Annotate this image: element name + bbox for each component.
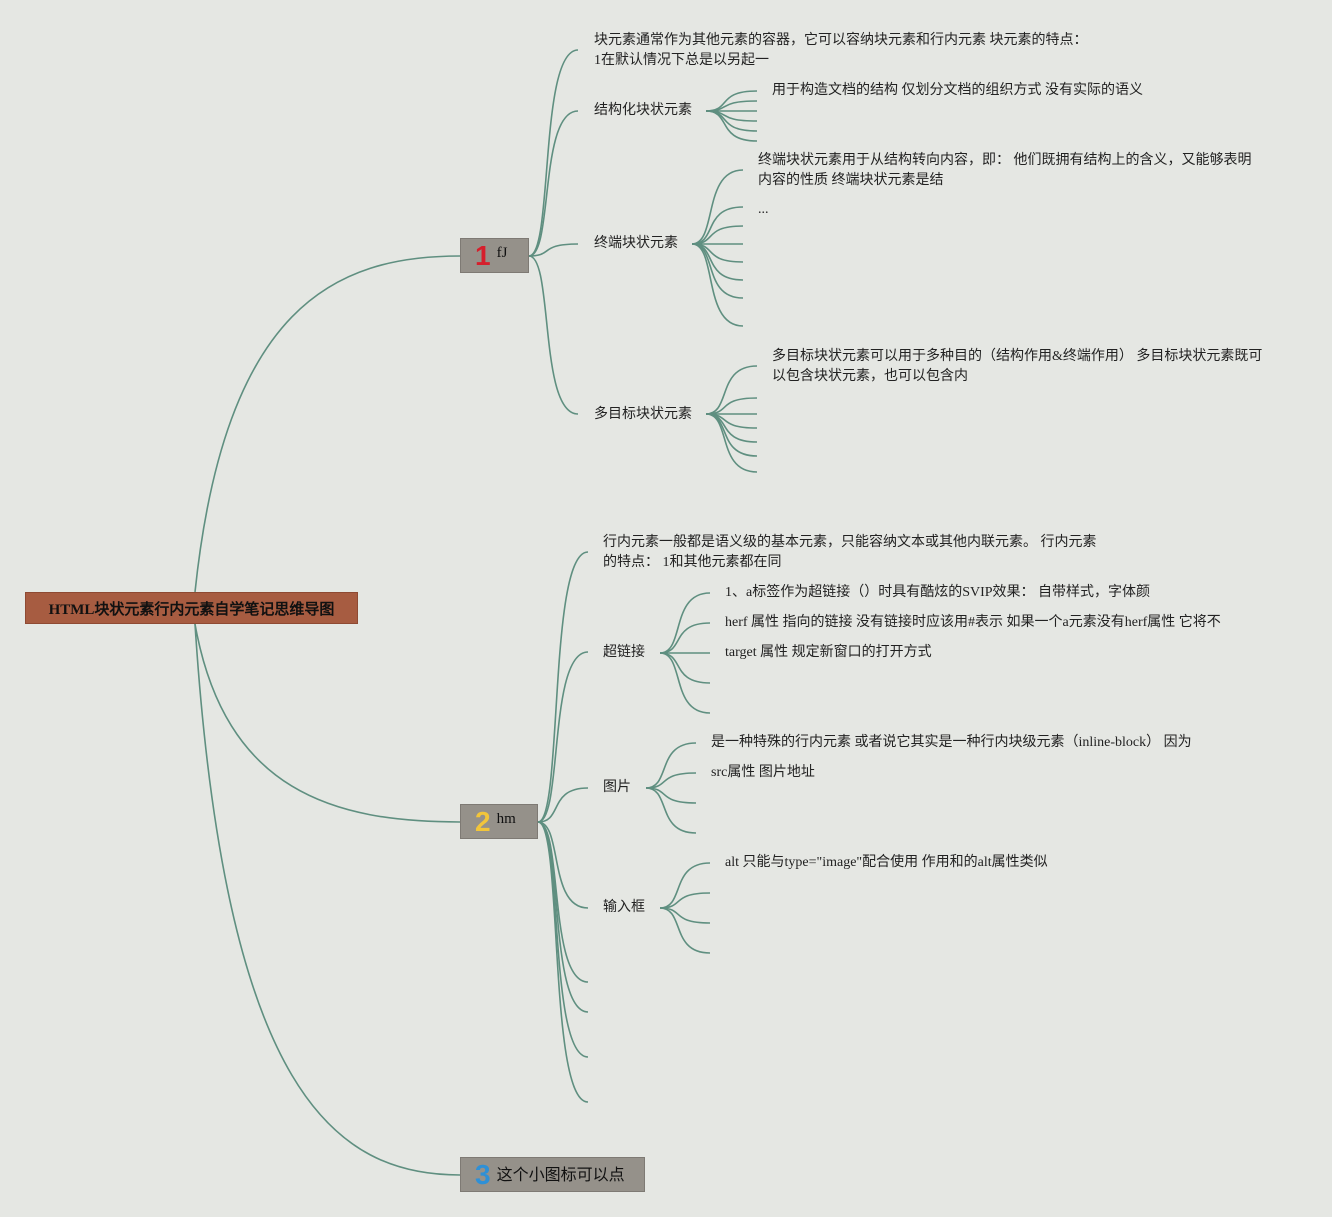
terminal-leaf-line	[691, 169, 744, 245]
branch-1-child-line	[528, 49, 579, 257]
branch-2-intro-line-1: 行内元素一般都是语义级的基本元素，只能容纳文本或其他内联元素。 行内元素	[603, 535, 1097, 550]
leaf-terminal-block-ellipsis: ...	[758, 202, 769, 217]
branch-1-child-line	[528, 243, 579, 257]
branch-2-child-line	[537, 821, 589, 1103]
root-topic[interactable]: HTML块状元素行内元素自学笔记思维导图	[25, 592, 358, 624]
branch-2-label: hm	[496, 811, 516, 827]
root-title: HTML块状元素行内元素自学笔记思维导图	[48, 601, 335, 618]
hyperlink-leaf-line	[659, 652, 711, 714]
branch-2-child-line	[537, 551, 589, 823]
number-1-icon: 1	[475, 239, 491, 271]
input-leaf-line	[659, 907, 711, 954]
image-leaf-line	[645, 742, 697, 789]
branch-2-intro-line-2: 的特点： 1和其他元素都在同	[603, 555, 782, 570]
multi-purpose-leaf-line	[705, 413, 758, 473]
branch-1-intro-line-1: 块元素通常作为其他元素的容器，它可以容纳块元素和行内元素 块元素的特点：	[594, 33, 1088, 48]
number-2-icon: 2	[475, 805, 491, 837]
subtopic-multi-purpose-block[interactable]: 多目标块状元素	[594, 407, 692, 422]
branch-1-label: fJ	[496, 245, 508, 261]
leaf-hyperlink-2: herf 属性 指向的链接 没有链接时应该用#表示 如果一个a元素没有herf属…	[725, 615, 1221, 630]
root-to-branch-1-line	[194, 255, 461, 593]
branch-2-child-line	[537, 787, 589, 823]
image-leaf-line	[645, 787, 697, 834]
hyperlink-leaf-line	[659, 622, 711, 654]
leaf-multi-purpose-line-1: 多目标块状元素可以用于多种目的（结构作用&终端作用） 多目标块状元素既可	[772, 349, 1263, 364]
hyperlink-leaf-line	[659, 652, 711, 684]
subtopic-image[interactable]: 图片	[603, 780, 631, 795]
leaf-terminal-block-line-2: 内容的性质 终端块状元素是结	[758, 173, 944, 188]
branch-2-child-line	[537, 821, 589, 909]
subtopic-hyperlink[interactable]: 超链接	[603, 645, 645, 660]
leaf-hyperlink-1: 1、a标签作为超链接（）时具有酷炫的SVIP效果： 自带样式，字体颜	[725, 585, 1151, 600]
leaf-image-1: 是一种特殊的行内元素 或者说它其实是一种行内块级元素（inline-block）…	[711, 735, 1192, 750]
subtopic-input[interactable]: 输入框	[603, 900, 645, 915]
leaf-multi-purpose-line-2: 以包含块状元素，也可以包含内	[772, 369, 968, 384]
subtopic-structural-block[interactable]: 结构化块状元素	[594, 103, 692, 118]
image-leaf-line	[645, 772, 697, 789]
branch-2-child-line	[537, 821, 589, 1013]
multi-purpose-leaf-line	[705, 365, 758, 415]
branch-1-intro-line-2: 1在默认情况下总是以另起一	[594, 53, 769, 68]
branch-2-topic[interactable]: 2 hm	[460, 804, 538, 839]
leaf-image-2: src属性 图片地址	[711, 765, 815, 780]
branch-2-child-line	[537, 821, 589, 983]
branch-1-topic[interactable]: 1 fJ	[460, 238, 529, 273]
branch-3-topic[interactable]: 3 这个小图标可以点	[460, 1157, 645, 1192]
branch-3-label: 这个小图标可以点	[496, 1164, 625, 1184]
leaf-input-1: alt 只能与type="image"配合使用 作用和的alt属性类似	[725, 855, 1048, 870]
branch-2-child-line	[537, 651, 589, 823]
branch-1-child-line	[528, 255, 579, 415]
branch-1-child-line	[528, 110, 579, 257]
root-to-branch-2-line	[194, 623, 461, 823]
number-3-icon: 3	[475, 1158, 491, 1190]
input-leaf-line	[659, 862, 711, 909]
input-leaf-line	[659, 892, 711, 909]
leaf-hyperlink-3: target 属性 规定新窗口的打开方式	[725, 645, 932, 660]
root-to-branch-3-line	[194, 623, 461, 1176]
hyperlink-leaf-line	[659, 592, 711, 654]
leaf-terminal-block-line-1: 终端块状元素用于从结构转向内容，即： 他们既拥有结构上的含义，又能够表明	[758, 153, 1252, 168]
subtopic-terminal-block[interactable]: 终端块状元素	[594, 236, 678, 251]
terminal-leaf-line	[691, 243, 744, 327]
structural-leaf-line	[705, 110, 758, 142]
leaf-structural-block-1: 用于构造文档的结构 仅划分文档的组织方式 没有实际的语义	[772, 83, 1143, 98]
